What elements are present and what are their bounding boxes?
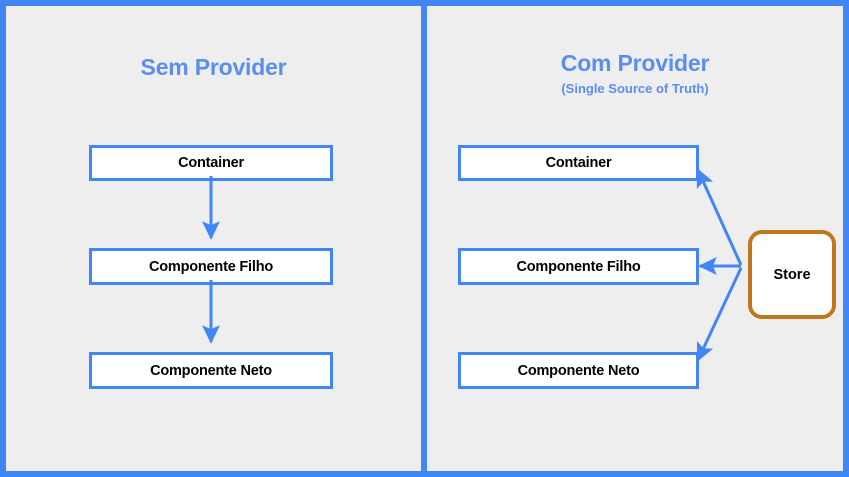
panel-right-subtitle: (Single Source of Truth) <box>561 81 709 96</box>
node-right-container-label: Container <box>545 155 612 171</box>
panel-sem-provider: Sem Provider Container Componente Filho … <box>0 0 427 477</box>
node-right-componente-filho: Componente Filho <box>458 248 699 285</box>
panel-com-provider: Com Provider (Single Source of Truth) Co… <box>421 0 849 477</box>
node-store: Store <box>748 230 836 319</box>
node-right-componente-neto-label: Componente Neto <box>517 362 640 379</box>
node-right-container: Container <box>458 145 699 181</box>
node-left-container-label: Container <box>178 155 244 171</box>
node-left-componente-neto-label: Componente Neto <box>150 362 272 379</box>
panel-left-title: Sem Provider <box>140 54 287 80</box>
node-right-componente-filho-label: Componente Filho <box>516 258 641 275</box>
node-left-componente-filho-label: Componente Filho <box>148 258 274 275</box>
panel-right-title: Com Provider <box>560 50 710 76</box>
node-left-componente-neto: Componente Neto <box>89 352 333 389</box>
node-store-label: Store <box>773 266 811 283</box>
node-right-componente-neto: Componente Neto <box>458 352 699 389</box>
node-left-container: Container <box>89 145 333 181</box>
node-left-componente-filho: Componente Filho <box>89 248 333 285</box>
